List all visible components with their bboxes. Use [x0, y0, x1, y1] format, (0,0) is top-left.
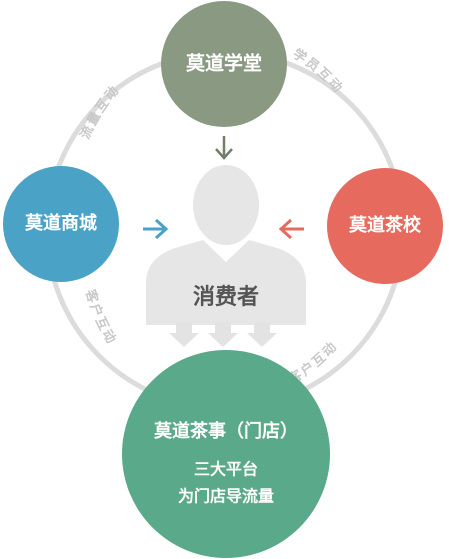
down-arrow-1 — [169, 322, 199, 347]
node-right-label: 莫道茶校 — [348, 214, 422, 236]
consumer-body — [146, 240, 306, 325]
node-left-circle — [3, 166, 119, 282]
arrow-down-icon — [215, 136, 233, 160]
node-right-circle — [327, 168, 443, 284]
down-arrow-3 — [247, 322, 277, 347]
down-arrow-2 — [208, 322, 238, 347]
arc-label-bottom-left: 客户互动 — [82, 288, 119, 348]
arrow-left-icon — [278, 218, 304, 240]
consumer-label: 消费者 — [193, 285, 259, 310]
down-arrows — [169, 322, 277, 347]
node-bottom-title: 莫道茶事（门店） — [153, 420, 298, 442]
node-bottom-line1: 三大平台 — [194, 460, 258, 479]
node-left-label: 莫道商城 — [24, 212, 97, 234]
node-bottom-line2: 为门店导流量 — [178, 487, 274, 506]
node-top-label: 莫道学堂 — [186, 52, 262, 75]
arc-label-top-left: 流量互动 — [77, 82, 123, 141]
node-bottom-circle — [122, 350, 330, 558]
arc-label-top-right: 学员互动 — [290, 46, 346, 97]
consumer-figure — [146, 165, 306, 325]
node-top-circle — [161, 1, 287, 127]
consumer-head — [193, 165, 259, 245]
arrow-right-icon — [143, 218, 169, 240]
